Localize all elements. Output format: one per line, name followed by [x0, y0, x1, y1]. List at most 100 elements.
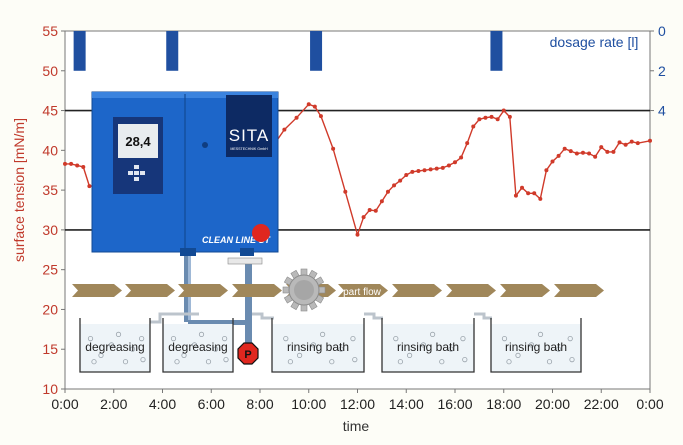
x-tick-label: 6:00 — [198, 396, 225, 412]
data-point — [331, 146, 336, 151]
x-tick-label: 4:00 — [149, 396, 176, 412]
y-tick-label: 15 — [42, 341, 58, 357]
tank-water — [80, 324, 150, 372]
bubble — [170, 335, 177, 342]
bubble — [350, 335, 356, 342]
data-point — [520, 185, 525, 190]
bubble — [205, 359, 212, 365]
tank-label: rinsing bath — [287, 340, 349, 354]
bubble — [174, 359, 180, 365]
bubble — [329, 359, 335, 365]
data-point — [416, 169, 421, 174]
data-point — [465, 141, 470, 146]
y-tick-label: 30 — [42, 222, 58, 238]
bubble — [528, 342, 535, 348]
x-tick-label: 16:00 — [437, 396, 472, 412]
part-flow-arrows — [72, 284, 604, 297]
bubble — [567, 335, 573, 342]
data-point — [574, 151, 579, 156]
dosage-bar-1 — [166, 31, 179, 71]
brand-logo: SITA — [229, 126, 270, 145]
data-point — [617, 140, 622, 145]
x-tick-label: 2:00 — [100, 396, 127, 412]
bubble — [287, 359, 293, 365]
data-point — [513, 193, 518, 198]
y-tick-label: 45 — [42, 103, 58, 119]
data-point — [422, 168, 427, 173]
data-point — [526, 191, 531, 196]
y-tick-label: 50 — [42, 63, 58, 79]
y-tick-label: 40 — [42, 142, 58, 158]
data-point — [361, 215, 366, 220]
bubble — [98, 352, 104, 358]
tank-pipes — [150, 312, 492, 324]
data-point — [294, 115, 299, 120]
bubble — [393, 335, 399, 342]
flow-arrow — [338, 284, 388, 297]
display-value: 28,4 — [125, 134, 151, 149]
bubble — [460, 335, 466, 342]
data-point — [446, 163, 451, 168]
data-point — [318, 114, 323, 119]
flow-arrow — [125, 284, 175, 297]
tank-wall — [162, 318, 234, 373]
bubble — [87, 335, 94, 342]
tank-label: rinsing bath — [397, 340, 459, 354]
data-point — [635, 141, 640, 146]
bubble — [338, 346, 344, 352]
x-tick-label: 8:00 — [246, 396, 273, 412]
tank-water — [272, 324, 364, 372]
data-point — [459, 155, 464, 160]
data-point — [367, 208, 372, 212]
data-point — [648, 138, 652, 143]
data-point — [343, 189, 348, 194]
tank-1: degreasing — [162, 318, 234, 373]
tank-4: rinsing bath — [490, 318, 582, 373]
bubble — [212, 346, 219, 352]
tank-wall — [381, 318, 475, 373]
dosage-bar-2 — [310, 31, 323, 71]
data-point — [580, 150, 585, 155]
bubble — [181, 352, 187, 358]
tank-2: rinsing bath — [271, 318, 365, 373]
x-tick-label: 12:00 — [340, 396, 375, 412]
bubble — [448, 346, 454, 352]
bubble — [515, 352, 521, 358]
data-point — [587, 151, 592, 156]
tank-label: degreasing — [85, 340, 144, 354]
data-point — [629, 139, 634, 144]
bubble — [223, 356, 229, 363]
data-point — [69, 161, 74, 166]
flow-arrow — [500, 284, 550, 297]
data-point — [355, 232, 360, 237]
data-point — [568, 149, 573, 154]
product-label: CLEAN LINE ST — [202, 235, 272, 245]
bubble — [501, 335, 508, 342]
tank-wall — [79, 318, 151, 373]
y2-tick-label: 4 — [658, 103, 666, 119]
pump-label: P — [244, 349, 251, 361]
bubble — [129, 346, 136, 352]
data-point — [538, 196, 543, 201]
tank-water — [382, 324, 474, 372]
data-point — [398, 178, 403, 183]
measurement-device: 28,4 SITA MESSTECHNIK GmbH CLEAN LINE ST — [91, 91, 279, 256]
door-knob-icon — [202, 142, 208, 148]
y2-tick-label: 0 — [658, 23, 666, 39]
data-point — [477, 117, 482, 122]
data-point — [385, 189, 390, 194]
bubble — [420, 342, 426, 348]
bubble — [429, 331, 436, 337]
data-point — [507, 114, 512, 119]
data-point — [434, 166, 439, 171]
gear-icon — [282, 268, 326, 312]
bubble — [546, 359, 553, 365]
tank-label: degreasing — [168, 340, 227, 354]
flow-arrow — [392, 284, 442, 297]
data-point — [392, 183, 397, 188]
bubble — [122, 359, 129, 365]
data-point — [532, 191, 537, 196]
data-point — [453, 160, 457, 165]
bubble — [439, 359, 445, 365]
